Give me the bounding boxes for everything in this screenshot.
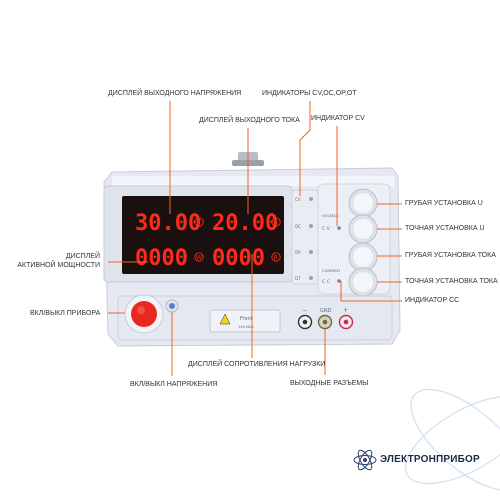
coarse-voltage-knob[interactable] xyxy=(348,188,378,218)
brand-atom-icon xyxy=(353,449,377,471)
svg-text:Front: Front xyxy=(240,316,253,322)
output-toggle-button[interactable] xyxy=(165,299,179,313)
fine-current-knob[interactable] xyxy=(348,267,378,297)
callout-output-current-display: ДИСПЛЕЙ ВЫХОДНОГО ТОКА xyxy=(199,117,300,124)
callout-cc-indicator: ИНДИКАТОР СС xyxy=(405,297,460,304)
positive-terminal[interactable] xyxy=(338,314,354,330)
ot-status-led xyxy=(309,276,313,280)
callout-indicators: ИНДИКАТОРЫ CV,OC,OP,OT xyxy=(262,90,357,97)
callout-active-power-display: ДИСПЛЕЙ АКТИВНОЙ МОЩНОСТИ xyxy=(17,253,100,269)
negative-terminal[interactable] xyxy=(297,314,313,330)
oc-status-led xyxy=(309,224,313,228)
svg-text:C V: C V xyxy=(322,226,331,232)
cv-status-led xyxy=(309,197,313,201)
status-panel xyxy=(291,189,319,285)
current-reading: 20.00 xyxy=(212,211,278,236)
callout-coarse-current: ГРУБАЯ УСТАНОВКА ТОКА xyxy=(405,252,496,259)
callout-coarse-voltage: ГРУБАЯ УСТАНОВКА U xyxy=(405,200,483,207)
cc-indicator-led xyxy=(337,279,341,283)
resistance-unit: R xyxy=(274,255,278,262)
callout-output-voltage-display: ДИСПЛЕЙ ВЫХОДНОГО НАПРЯЖЕНИЯ xyxy=(108,90,242,97)
svg-text:10A MAX: 10A MAX xyxy=(238,325,254,329)
svg-text:C C: C C xyxy=(322,279,330,285)
svg-text:+: + xyxy=(343,307,348,314)
power-unit: W xyxy=(196,255,202,262)
callout-load-resistance-display: ДИСПЛЕЙ СОПРОТИВЛЕНИЯ НАГРУЗКИ xyxy=(188,361,326,368)
cv-indicator-led xyxy=(337,226,341,230)
svg-text:OT: OT xyxy=(295,276,301,281)
ground-terminal[interactable] xyxy=(317,314,333,330)
front-label-plate xyxy=(209,309,281,333)
resistance-reading: 0000 xyxy=(212,246,265,271)
callout-lines xyxy=(108,101,402,376)
display-window xyxy=(122,196,284,274)
voltage-reading: 30.00 xyxy=(135,211,201,236)
svg-text:−: − xyxy=(302,307,307,314)
callout-output-terminals: ВЫХОДНЫЕ РАЗЪЕМЫ xyxy=(290,380,369,387)
callout-cv-indicator: ИНДИКАТОР CV xyxy=(311,115,365,122)
callout-fine-voltage: ТОЧНАЯ УСТАНОВКА U xyxy=(405,225,485,232)
svg-text:GND: GND xyxy=(320,308,332,314)
svg-text:OP: OP xyxy=(295,250,301,255)
op-status-led xyxy=(309,250,313,254)
callout-power-switch: ВКЛ/ВЫКЛ ПРИБОРА xyxy=(30,310,101,317)
svg-text:CV: CV xyxy=(295,197,301,202)
svg-text:OC: OC xyxy=(295,224,301,229)
power-reading: 0000 xyxy=(135,246,188,271)
brand-watermark-arcs xyxy=(404,388,500,492)
callout-fine-current: ТОЧНАЯ УСТАНОВКА ТОКА xyxy=(405,278,498,285)
coarse-current-knob[interactable] xyxy=(348,242,378,272)
power-button[interactable] xyxy=(124,294,164,334)
svg-text:CURRENT: CURRENT xyxy=(322,268,341,273)
voltage-unit: V xyxy=(197,220,202,227)
current-unit: A xyxy=(274,220,279,227)
brand-name: ЭЛЕКТРОНПРИБОР xyxy=(380,454,480,465)
fine-voltage-knob[interactable] xyxy=(348,214,378,244)
callout-output-switch: ВКЛ/ВЫКЛ НАПРЯЖЕНИЯ xyxy=(130,381,218,388)
svg-text:VOLTAGE: VOLTAGE xyxy=(322,213,340,218)
